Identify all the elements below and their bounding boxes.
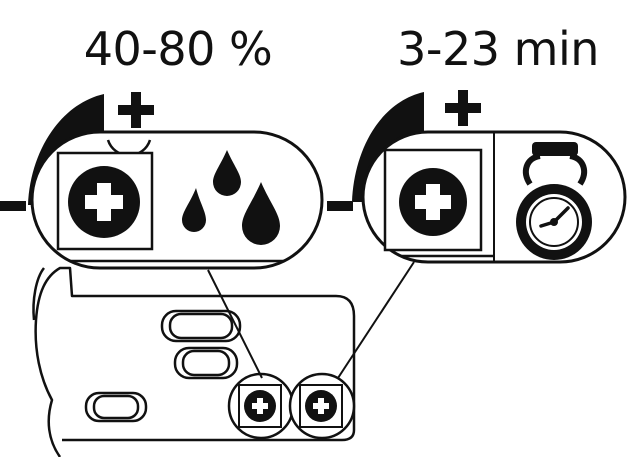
time-range-label: 3-23 min [397,22,599,76]
housing-slot [160,309,242,343]
zoom-connector [207,261,415,379]
decrease-minus-icon [327,201,353,211]
water-drops-icon [182,150,280,245]
timer-adjust-panel [327,90,627,264]
housing-slot [84,391,148,423]
humidity-range-label: 40-80 % [83,22,273,76]
humidity-adjust-panel [0,92,324,270]
humidity-adjust-screw[interactable] [68,166,140,238]
timer-screw-small[interactable] [288,372,356,440]
increase-plus-icon [445,90,481,126]
device-housing [32,266,356,457]
timer-adjust-screw[interactable] [399,168,467,236]
housing-slot [173,346,239,380]
stopwatch-icon [516,142,592,260]
decrease-minus-icon [0,201,26,211]
increase-plus-icon [118,92,154,128]
humidity-screw-small[interactable] [227,372,295,440]
